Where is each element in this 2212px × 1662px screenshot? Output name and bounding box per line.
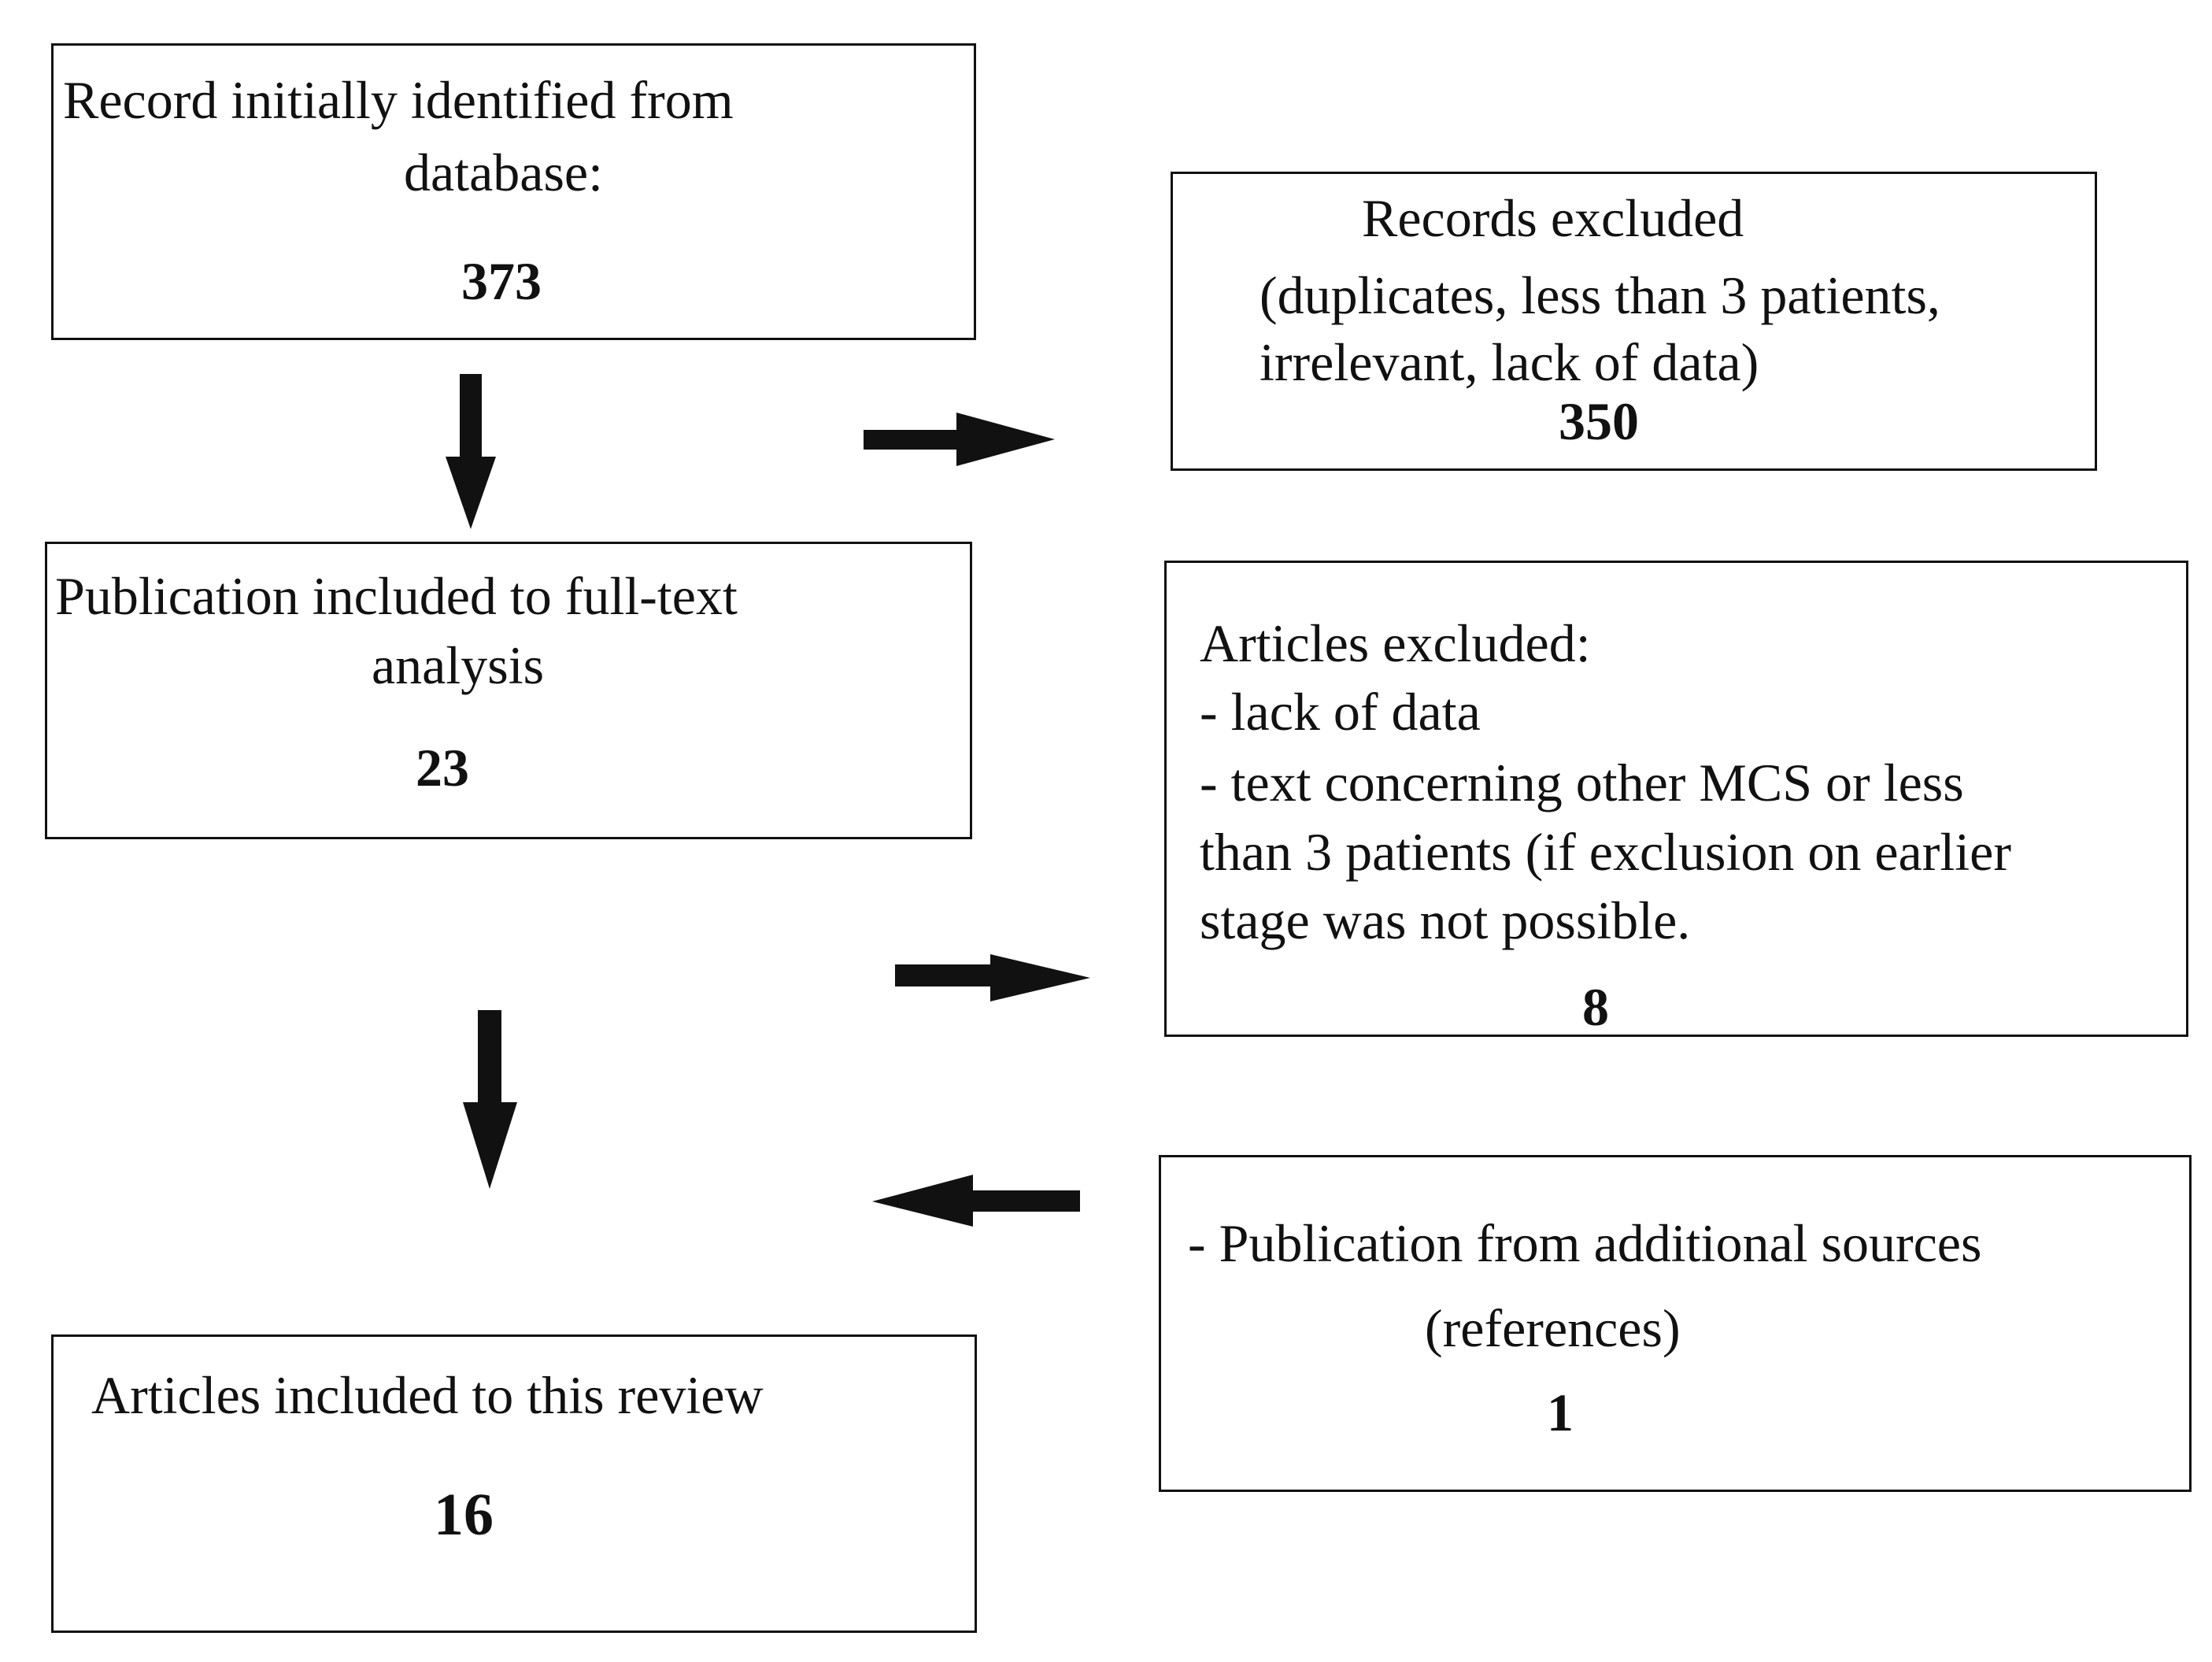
records-excluded-count: 350 [1559, 391, 1639, 451]
identified-records-label-line-2: database: [404, 143, 603, 202]
included-articles-box: Articles included to this review 16 [51, 1334, 977, 1633]
arrow-right-2 [895, 954, 1090, 1001]
full-text-analysis-count: 23 [416, 738, 469, 798]
arrow-down-1 [446, 374, 496, 529]
additional-sources-label-line-1: - Publication from additional sources [1188, 1213, 1982, 1273]
articles-excluded-label-line-3: - text concerning other MCS or less [1200, 753, 1964, 812]
full-text-analysis-box: Publication included to full-text analys… [45, 542, 972, 839]
identified-records-label-line-1: Record initially identified from [63, 70, 734, 130]
included-articles-label-line-1: Articles included to this review [91, 1365, 764, 1425]
articles-excluded-label-line-2: - lack of data [1200, 682, 1481, 742]
articles-excluded-label-line-4: than 3 patients (if exclusion on earlier [1200, 822, 2011, 882]
additional-sources-label-line-2: (references) [1425, 1298, 1681, 1358]
records-excluded-label-line-3: irrelevant, lack of data) [1260, 332, 1759, 392]
articles-excluded-box: Articles excluded: - lack of data - text… [1164, 561, 2188, 1037]
full-text-analysis-label-line-1: Publication included to full-text [55, 566, 738, 626]
identified-records-box: Record initially identified from databas… [51, 43, 976, 340]
arrow-right-1 [864, 413, 1055, 466]
records-excluded-label-line-2: (duplicates, less than 3 patients, [1260, 265, 1940, 325]
arrow-down-2 [463, 1010, 517, 1189]
articles-excluded-label-line-1: Articles excluded: [1200, 613, 1591, 673]
included-articles-count: 16 [434, 1482, 494, 1548]
articles-excluded-label-line-5: stage was not possible. [1200, 890, 1691, 950]
additional-sources-box: - Publication from additional sources (r… [1159, 1155, 2192, 1492]
records-excluded-box: Records excluded (duplicates, less than … [1171, 172, 2097, 471]
arrow-left-1 [872, 1175, 1080, 1227]
articles-excluded-count: 8 [1582, 977, 1609, 1037]
full-text-analysis-label-line-2: analysis [372, 635, 545, 695]
additional-sources-count: 1 [1547, 1383, 1574, 1442]
records-excluded-label-line-1: Records excluded [1362, 188, 1744, 248]
identified-records-count: 373 [461, 251, 542, 311]
